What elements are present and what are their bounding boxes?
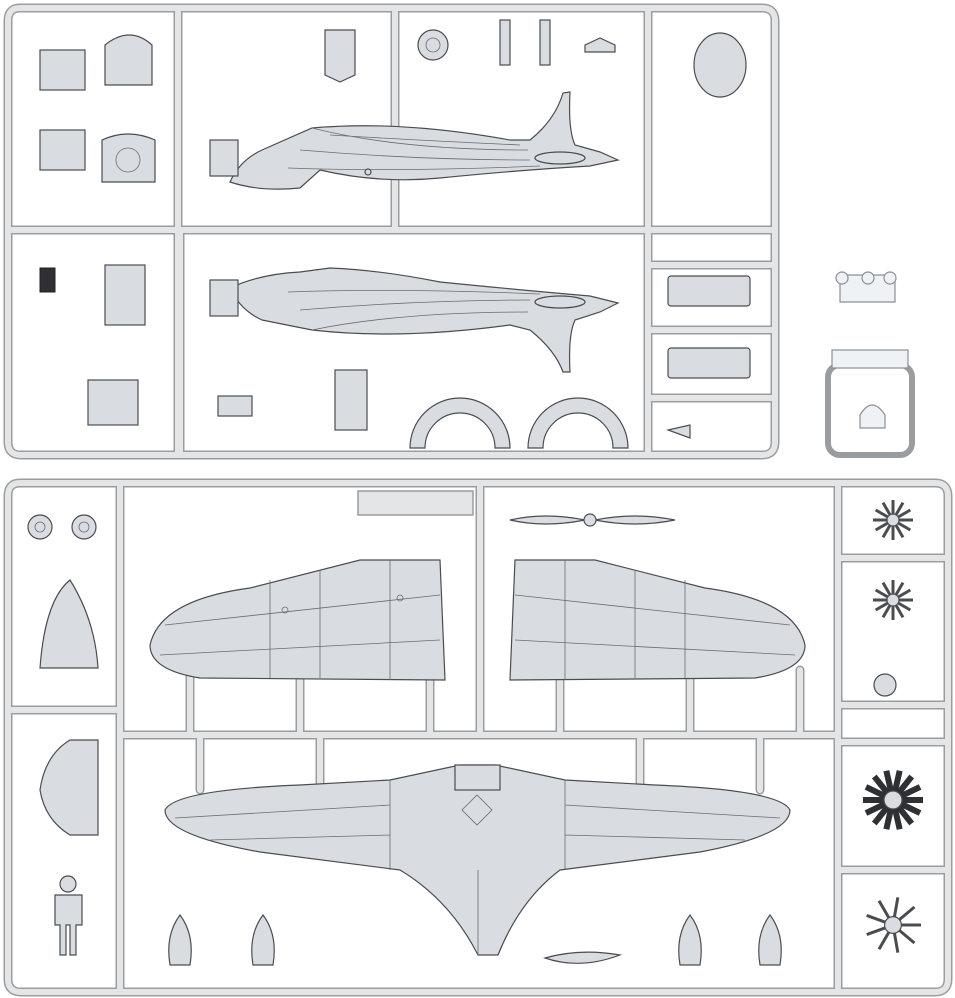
engine-hub	[873, 673, 897, 697]
lower-wing	[164, 764, 791, 956]
runner	[5, 480, 951, 995]
spinner	[39, 579, 623, 964]
upper-sprue	[3, 3, 780, 460]
engine-hub	[886, 593, 900, 607]
fuselage-half-left	[209, 91, 620, 190]
upper-wing-left	[149, 559, 446, 681]
engine-hub	[883, 915, 902, 934]
lower-sprue	[3, 478, 953, 997]
engine-hub	[886, 513, 900, 527]
wheels	[27, 514, 97, 540]
upper-wing-right	[509, 559, 806, 681]
engine-cowl-rings	[409, 29, 629, 449]
canopy	[859, 404, 886, 429]
engine-cylinders	[863, 500, 923, 953]
landing-gear-legs	[168, 913, 782, 966]
engine-hub	[883, 790, 903, 810]
small-detail-parts	[39, 19, 751, 439]
runner	[5, 5, 778, 458]
propeller	[509, 513, 676, 527]
clear-sprue	[825, 271, 915, 458]
pilot-figure	[54, 875, 83, 956]
fuselage-half-right	[209, 267, 620, 373]
